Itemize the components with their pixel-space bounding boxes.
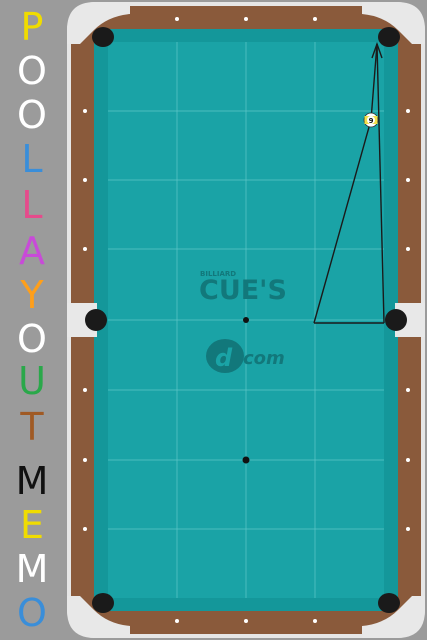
title-letter: P: [20, 5, 44, 49]
ball-number: 9: [369, 117, 374, 125]
diamond-icon: [83, 247, 87, 251]
logo-mark-letter: d: [215, 344, 233, 372]
title-letter: L: [21, 137, 43, 181]
shot-line: [376, 43, 385, 324]
title-letter: O: [17, 49, 47, 93]
logo-domain-text: com: [243, 348, 285, 369]
diamond-icon: [83, 527, 87, 531]
diamond-icon: [406, 178, 410, 182]
logo-small-text: BILLIARD: [200, 270, 236, 278]
diamond-icon: [406, 247, 410, 251]
logo-brand-text: CUE'S: [199, 275, 287, 306]
title-letter: O: [17, 591, 47, 635]
title-letter: U: [18, 359, 46, 403]
shot-line: [313, 119, 372, 324]
title-letter: A: [19, 229, 45, 273]
pocket-icon: [385, 309, 407, 331]
diamond-icon: [406, 527, 410, 531]
pocket-icon: [378, 593, 400, 613]
diamond-icon: [83, 388, 87, 392]
diamond-icon: [83, 458, 87, 462]
diamond-icon: [83, 178, 87, 182]
pocket-plates: [67, 2, 425, 638]
pockets: [85, 27, 407, 613]
diamond-icon: [244, 619, 248, 623]
felt-logo: BILLIARD CUE'S d com: [199, 270, 287, 373]
logo-mark: d: [206, 339, 244, 373]
title-letter: E: [19, 503, 44, 547]
spot-icon: [243, 317, 249, 323]
pocket-icon: [378, 27, 400, 47]
pocket-icon: [92, 593, 114, 613]
pocket-icon: [85, 309, 107, 331]
diamond-icon: [83, 109, 87, 113]
diamond-icon: [406, 109, 410, 113]
arrow-head-icon: [371, 41, 383, 59]
diamond-icon: [175, 17, 179, 21]
shot-path: [313, 43, 385, 324]
title-letter: Y: [20, 273, 44, 317]
rail-diamonds: [83, 17, 410, 623]
title-letter: M: [15, 459, 49, 503]
diamond-icon: [175, 619, 179, 623]
title-letter: T: [20, 405, 44, 449]
ball-9[interactable]: 9: [363, 112, 379, 128]
diamond-icon: [406, 388, 410, 392]
spot-icon: [242, 456, 250, 464]
title-letter: O: [17, 317, 47, 361]
diamond-icon: [313, 619, 317, 623]
pocket-icon: [92, 27, 114, 47]
diamond-icon: [244, 17, 248, 21]
diamond-icon: [406, 458, 410, 462]
title-letter: L: [21, 183, 43, 227]
title-letter: O: [17, 93, 47, 137]
shot-line: [370, 43, 378, 121]
diamond-icon: [313, 17, 317, 21]
title-letter: M: [15, 547, 49, 591]
